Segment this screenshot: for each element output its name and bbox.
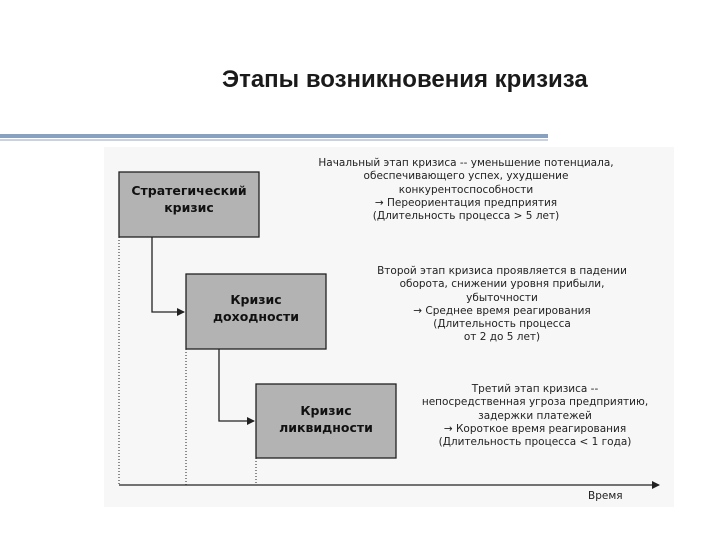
note-line: → Переориентация предприятия	[374, 196, 558, 209]
stage-note-liquidity: Третий этап кризиса -- непосредственная …	[400, 383, 670, 449]
note-line: конкурентоспособности	[398, 183, 534, 196]
title-underline	[0, 134, 548, 138]
stage-note-profitability: Второй этап кризиса проявляется в падени…	[332, 265, 672, 345]
box-label-line: доходности	[212, 309, 300, 324]
note-line: от 2 до 5 лет)	[463, 331, 541, 344]
box-label-line: Кризис	[300, 403, 352, 418]
time-axis-label: Время	[588, 490, 623, 502]
stage-box-strategic-label: Стратегический кризис	[119, 182, 259, 216]
connector-arrow-1	[151, 237, 185, 316]
box-label-line: ликвидности	[279, 420, 373, 435]
stage-box-strategic	[118, 171, 260, 238]
title-underline-shadow	[0, 139, 548, 141]
note-line: непосредственная угроза предприятию,	[421, 396, 649, 409]
note-line: оборота, снижении уровня прибыли,	[399, 278, 605, 291]
note-line: Второй этап кризиса проявляется в падени…	[377, 265, 627, 277]
diagram-graphics	[118, 171, 660, 489]
stage-box-liquidity	[255, 383, 397, 459]
stage-note-strategic: Начальный этап кризиса -- уменьшение пот…	[268, 157, 664, 223]
box-label-line: Кризис	[230, 292, 282, 307]
note-line: (Длительность процесса < 1 года)	[438, 436, 632, 449]
crisis-stages-diagram: Стратегический кризис Кризис доходности …	[104, 147, 674, 507]
note-line: задержки платежей	[478, 409, 592, 422]
note-line: (Длительность процесса > 5 лет)	[372, 210, 560, 223]
note-line: обеспечивающего успех, ухудшение	[363, 170, 569, 183]
note-line: → Короткое время реагирования	[443, 422, 627, 435]
note-line: Третий этап кризиса --	[471, 383, 599, 395]
box-label-line: Стратегический	[131, 183, 247, 198]
stage-box-profitability	[185, 273, 327, 350]
note-line: (Длительность процесса	[433, 318, 571, 331]
stage-box-profitability-label: Кризис доходности	[186, 291, 326, 325]
note-line: Начальный этап кризиса -- уменьшение пот…	[318, 157, 614, 169]
box-label-line: кризис	[164, 200, 214, 215]
note-line: убыточности	[466, 291, 538, 304]
connector-arrow-2	[218, 349, 255, 425]
note-line: → Среднее время реагирования	[413, 304, 591, 317]
slide-title: Этапы возникновения кризиза	[222, 66, 588, 93]
stage-box-liquidity-label: Кризис ликвидности	[256, 402, 396, 436]
